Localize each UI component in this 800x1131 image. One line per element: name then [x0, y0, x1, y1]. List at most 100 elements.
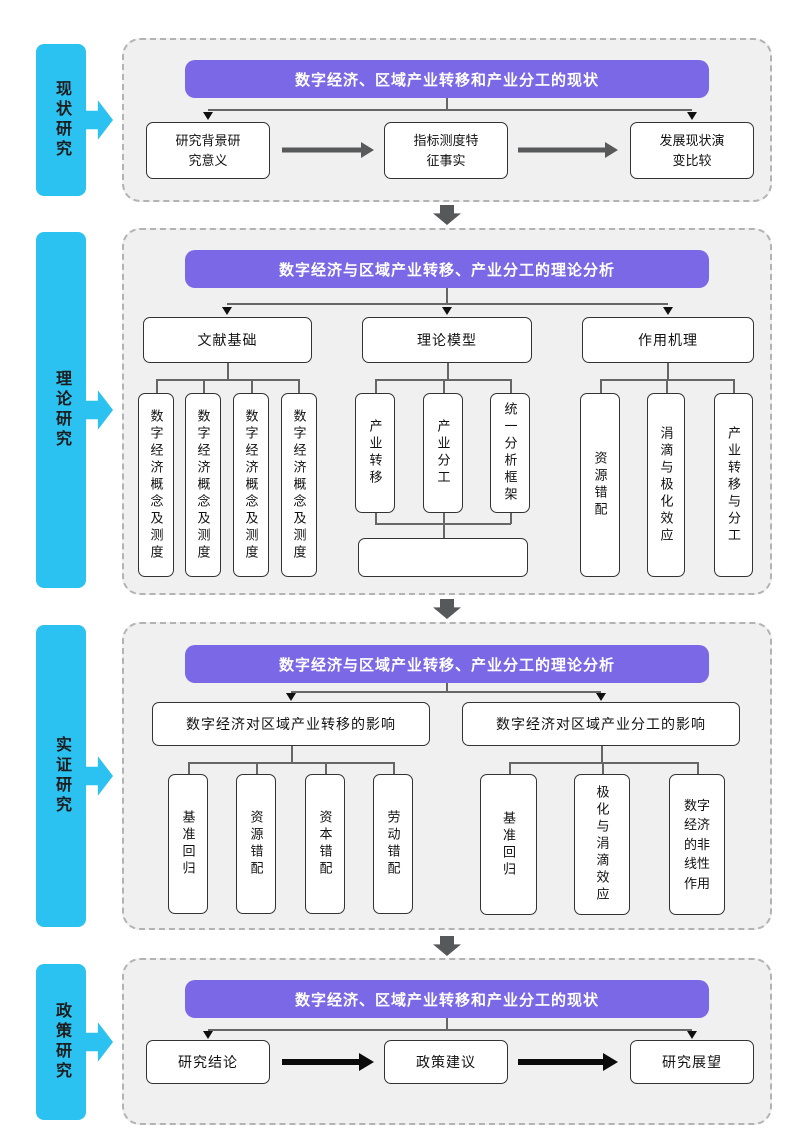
connector-line — [375, 379, 377, 393]
connector-line — [156, 379, 299, 381]
section-2-title: 数字经济与区域产业转移、产业分工的理论分析 — [185, 250, 709, 288]
vertical-box: 劳动错配 — [373, 774, 413, 914]
vertical-box: 涓滴与极化效应 — [647, 393, 685, 577]
vertical-box: 产业转移与分工 — [714, 393, 753, 577]
section-4-title: 数字经济、区域产业转移和产业分工的现状 — [185, 980, 709, 1018]
group-label-box: 数字经济对区域产业分工的影响 — [462, 702, 740, 746]
vertical-box: 资本错配 — [305, 774, 345, 914]
group-label-box: 理论模型 — [362, 317, 532, 363]
sidebar-stage-2: 理论研究 — [36, 232, 86, 588]
group-label-box: 数字经济对区域产业转移的影响 — [152, 702, 430, 746]
flow-box: 政策建议 — [384, 1040, 508, 1084]
down-arrow-icon — [433, 936, 461, 956]
connector-line — [203, 379, 205, 393]
connector-line — [509, 762, 698, 764]
connector-line — [446, 288, 448, 303]
connector-line — [188, 762, 394, 764]
vertical-box: 数字经济概念及测度 — [233, 393, 269, 577]
arrowhead-down-icon — [442, 307, 452, 315]
section-3-title: 数字经济与区域产业转移、产业分工的理论分析 — [185, 645, 709, 683]
connector-line — [667, 363, 669, 379]
arrow-head — [603, 1053, 618, 1071]
vertical-box: 产业分工 — [423, 393, 463, 513]
arrowhead-down-icon — [222, 307, 232, 315]
arrowhead-down-icon — [203, 1031, 213, 1039]
connector-line — [443, 379, 445, 393]
connector-line — [602, 762, 604, 774]
right-arrow-icon — [85, 1022, 113, 1062]
flow-box: 研究背景研 究意义 — [146, 122, 270, 179]
vertical-box: 资源错配 — [236, 774, 276, 914]
down-arrow-icon — [433, 205, 461, 225]
arrowhead-down-icon — [286, 693, 296, 701]
connector-line — [375, 513, 377, 524]
connector-line — [227, 303, 668, 305]
sidebar-stage-1-label: 现状研究 — [53, 80, 70, 160]
group-label-box: 文献基础 — [143, 317, 312, 363]
connector-line — [509, 762, 511, 774]
vertical-box: 资源错配 — [580, 393, 620, 577]
connector-line — [298, 379, 300, 393]
arrowhead-down-icon — [596, 693, 606, 701]
arrow-shaft — [518, 1059, 604, 1065]
sidebar-stage-1: 现状研究 — [36, 44, 86, 196]
vertical-box: 数字经济概念及测度 — [185, 393, 221, 577]
group-label-box: 作用机理 — [582, 317, 754, 363]
flow-arrow-icon — [282, 1053, 374, 1071]
vertical-box: 产业转移 — [355, 393, 395, 513]
vertical-box: 极化与涓滴效应 — [574, 774, 630, 915]
connector-line — [251, 379, 253, 393]
connector-line — [510, 379, 512, 393]
vertical-box: 数字经济概念及测度 — [138, 393, 174, 577]
connector-line — [325, 762, 327, 774]
vertical-box: 基准回归 — [168, 774, 208, 914]
sidebar-stage-3-label: 实证研究 — [53, 736, 70, 816]
connector-line — [188, 762, 190, 774]
flow-box: 研究展望 — [630, 1040, 754, 1084]
connector-line — [291, 746, 293, 762]
flow-box: 数字 经济 的非 线性 作用 — [669, 774, 725, 915]
right-arrow-icon — [85, 390, 113, 430]
connector-line — [393, 762, 395, 774]
connector-line — [446, 683, 448, 692]
flow-arrow-icon — [518, 1053, 618, 1071]
flow-arrow-icon — [518, 142, 618, 158]
sidebar-stage-2-label: 理论研究 — [53, 370, 70, 450]
vertical-box: 数字经济概念及测度 — [281, 393, 317, 577]
sidebar-stage-4-label: 政策研究 — [53, 1002, 70, 1082]
connector-line — [208, 1029, 692, 1031]
arrowhead-down-icon — [687, 112, 697, 120]
arrow-head — [361, 142, 374, 158]
connector-line — [156, 379, 158, 393]
connector-line — [601, 746, 603, 762]
arrowhead-down-icon — [663, 307, 673, 315]
arrowhead-down-icon — [687, 1031, 697, 1039]
flow-box: 研究结论 — [146, 1040, 270, 1084]
vertical-box: 基准回归 — [480, 774, 537, 915]
connector-line — [600, 379, 602, 393]
connector-line — [733, 379, 735, 393]
flow-arrow-icon — [282, 142, 374, 158]
section-1-title: 数字经济、区域产业转移和产业分工的现状 — [185, 60, 709, 98]
connector-line — [447, 363, 449, 379]
flow-box: 发展现状演 变比较 — [630, 122, 754, 179]
connector-line — [256, 762, 258, 774]
right-arrow-icon — [85, 756, 113, 796]
flow-box: 指标测度特 征事实 — [384, 122, 508, 179]
down-arrow-icon — [433, 599, 461, 619]
connector-line — [510, 513, 512, 524]
summary-box — [358, 538, 528, 577]
arrow-shaft — [282, 1059, 360, 1065]
connector-line — [446, 98, 448, 110]
right-arrow-icon — [85, 100, 113, 140]
connector-line — [666, 379, 668, 393]
arrow-shaft — [282, 147, 362, 153]
connector-line — [227, 363, 229, 379]
vertical-box: 统一分析框架 — [490, 393, 530, 513]
connector-line — [446, 1018, 448, 1029]
arrow-head — [359, 1053, 374, 1071]
sidebar-stage-4: 政策研究 — [36, 964, 86, 1120]
connector-line — [697, 762, 699, 774]
arrow-shaft — [518, 147, 606, 153]
